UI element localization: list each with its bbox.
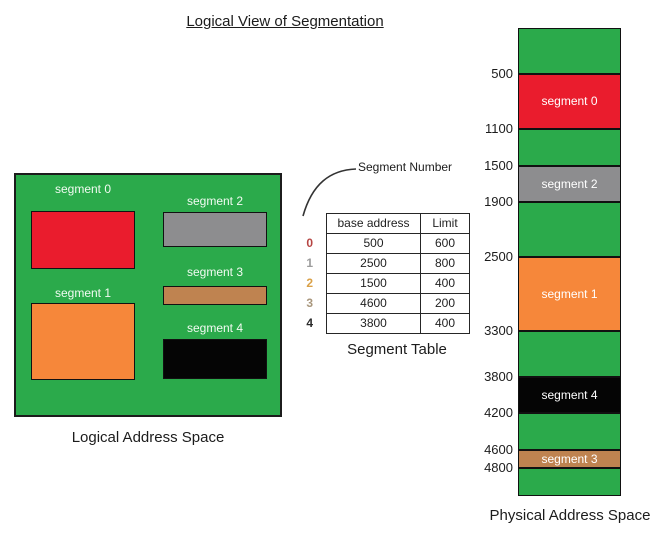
physical-address-4200: 4200 bbox=[484, 405, 513, 421]
logical-segment-2-rect bbox=[163, 212, 267, 247]
column-header-base-address: base address bbox=[326, 213, 421, 234]
logical-address-space: segment 0 segment 2 segment 3 segment 1 … bbox=[14, 173, 282, 417]
physical-address-4800: 4800 bbox=[484, 460, 513, 476]
physical-address-500: 500 bbox=[491, 65, 513, 81]
segment-number-3: 3 bbox=[306, 296, 313, 310]
cell-limit: 600 bbox=[420, 233, 470, 254]
physical-address-space-caption: Physical Address Space bbox=[489, 507, 651, 524]
physical-segment-label: segment 4 bbox=[541, 388, 598, 403]
segment-number-2: 2 bbox=[306, 276, 313, 290]
logical-segment-0-rect bbox=[31, 211, 135, 269]
physical-free-block bbox=[518, 330, 621, 377]
cell-limit: 400 bbox=[420, 273, 470, 294]
physical-free-block bbox=[518, 28, 621, 74]
cell-limit: 200 bbox=[420, 293, 470, 314]
physical-free-block bbox=[518, 468, 621, 496]
logical-segment-4-rect bbox=[163, 339, 267, 379]
cell-base-address: 2500 bbox=[326, 253, 421, 274]
cell-base-address: 3800 bbox=[326, 313, 421, 334]
physical-address-1100: 1100 bbox=[485, 120, 513, 136]
physical-address-1500: 1500 bbox=[484, 157, 513, 173]
physical-segment-label: segment 3 bbox=[541, 452, 598, 467]
logical-segment-2-label: segment 2 bbox=[186, 194, 244, 208]
page-title: Logical View of Segmentation bbox=[186, 13, 384, 30]
cell-base-address: 500 bbox=[326, 233, 421, 254]
physical-segment-2: segment 2 bbox=[518, 165, 621, 203]
physical-segment-label: segment 1 bbox=[541, 287, 598, 302]
logical-segment-0-label: segment 0 bbox=[54, 182, 112, 196]
physical-segment-0: segment 0 bbox=[518, 73, 621, 129]
cell-limit: 400 bbox=[420, 313, 470, 334]
cell-base-address: 4600 bbox=[326, 293, 421, 314]
physical-address-space: segment 0 segment 2 segment 1 segment 4 segm… bbox=[518, 28, 621, 496]
segment-table-caption: Segment Table bbox=[347, 341, 447, 358]
physical-address-3300: 3300 bbox=[484, 322, 513, 338]
logical-address-space-caption: Logical Address Space bbox=[71, 429, 225, 446]
logical-segment-4-label: segment 4 bbox=[186, 321, 244, 335]
physical-segment-3: segment 3 bbox=[518, 450, 621, 469]
logical-segment-3-label: segment 3 bbox=[186, 265, 244, 279]
physical-segment-4: segment 4 bbox=[518, 376, 621, 414]
physical-free-block bbox=[518, 128, 621, 166]
physical-address-3800: 3800 bbox=[484, 368, 513, 384]
column-header-limit: Limit bbox=[420, 213, 470, 234]
segment-number-1: 1 bbox=[306, 256, 313, 270]
physical-segment-label: segment 0 bbox=[541, 94, 598, 109]
physical-address-1900: 1900 bbox=[484, 194, 513, 210]
physical-free-block bbox=[518, 413, 621, 451]
cell-limit: 800 bbox=[420, 253, 470, 274]
physical-address-4600: 4600 bbox=[484, 442, 513, 458]
physical-free-block bbox=[518, 202, 621, 258]
segment-number-0: 0 bbox=[306, 236, 313, 250]
physical-segment-1: segment 1 bbox=[518, 257, 621, 331]
logical-segment-1-rect bbox=[31, 303, 135, 380]
logical-segment-3-rect bbox=[163, 286, 267, 305]
segment-number-label: Segment Number bbox=[358, 160, 453, 174]
cell-base-address: 1500 bbox=[326, 273, 421, 294]
segment-number-4: 4 bbox=[306, 316, 313, 330]
physical-address-2500: 2500 bbox=[484, 249, 513, 265]
physical-segment-label: segment 2 bbox=[541, 176, 598, 191]
logical-segment-1-label: segment 1 bbox=[54, 286, 112, 300]
segment-table-header-row: base address Limit bbox=[326, 213, 470, 234]
